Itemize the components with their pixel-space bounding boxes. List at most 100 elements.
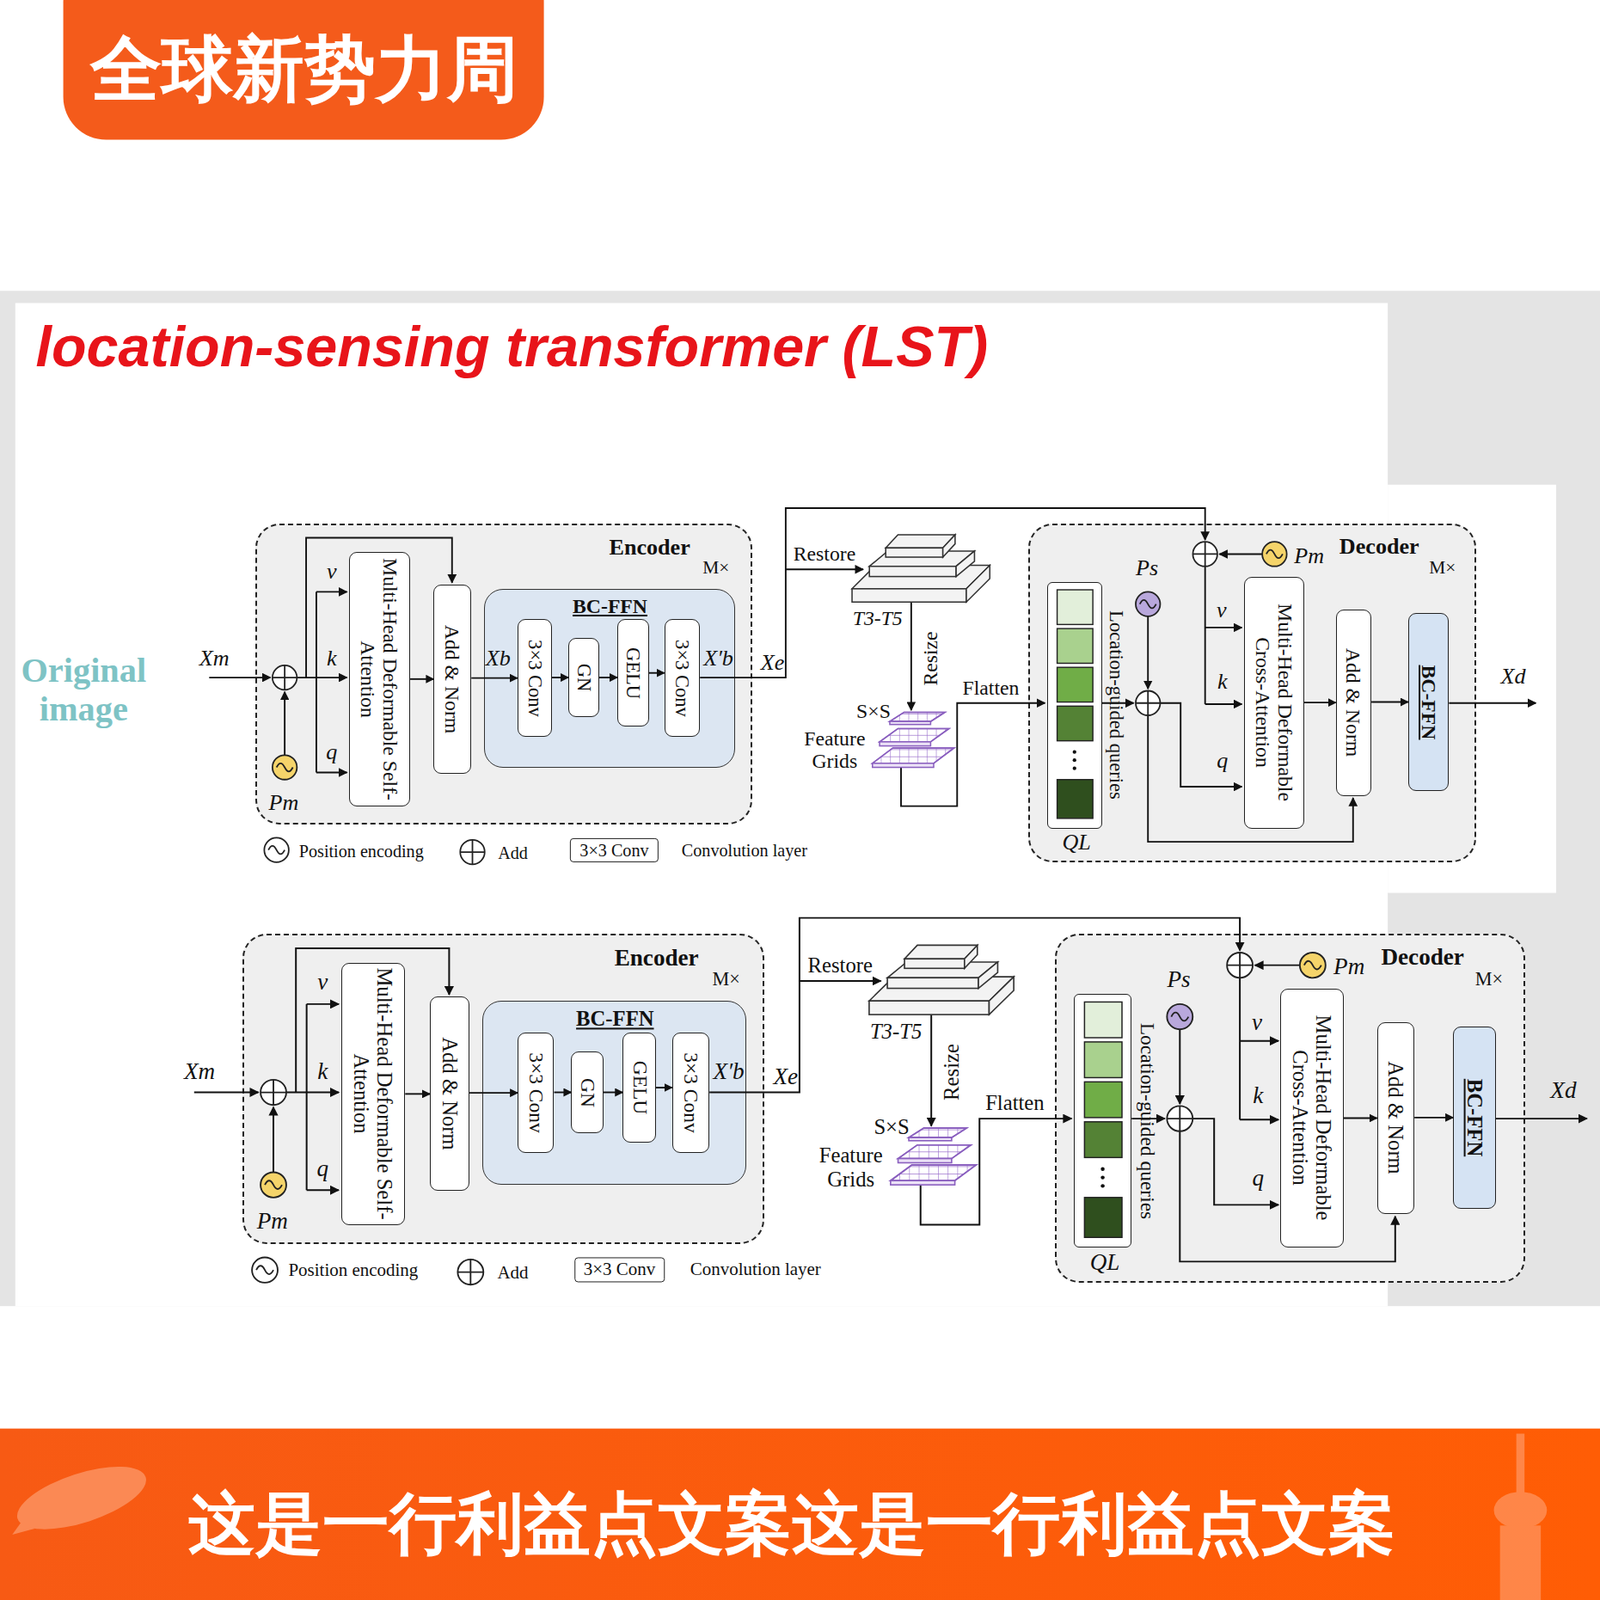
svg-polygon bbox=[943, 534, 956, 558]
svg-polygon bbox=[889, 711, 945, 722]
node-text: Add & Norm bbox=[441, 588, 464, 770]
step-label: Resize bbox=[939, 1043, 963, 1101]
node-text: Encoder bbox=[609, 535, 691, 561]
svg-rect bbox=[852, 588, 967, 602]
svg-g bbox=[263, 541, 1287, 865]
svg-path bbox=[1146, 616, 1149, 689]
svg-g bbox=[10, 1453, 154, 1543]
legend-text: Position encoding bbox=[288, 1261, 418, 1282]
connector-arrow bbox=[1414, 1116, 1453, 1119]
svg-rect bbox=[1057, 589, 1094, 625]
svg-g bbox=[208, 508, 1536, 842]
svg-g bbox=[1072, 750, 1077, 771]
signal-name: Ps bbox=[1135, 556, 1159, 582]
svg-path bbox=[1205, 626, 1243, 629]
step-label: Flatten bbox=[985, 1091, 1045, 1115]
legend-text: Add bbox=[497, 843, 528, 863]
attention-box: Multi-Head Deformable Cross-Attention bbox=[1244, 576, 1305, 829]
legend-text: Convolution layer bbox=[690, 1260, 822, 1281]
svg-path bbox=[1219, 553, 1263, 556]
node-text: GN bbox=[572, 642, 595, 714]
svg-path bbox=[1205, 703, 1243, 705]
conv-box: 3×3 Conv bbox=[672, 1032, 711, 1154]
connector-arrow bbox=[553, 1091, 571, 1094]
svg-polygon bbox=[872, 747, 955, 764]
signal-name: v bbox=[317, 969, 328, 996]
promo-text: 这是一行利益点文案这是一行利益点文案 bbox=[188, 1486, 1396, 1561]
part-label: T3-T5 bbox=[870, 1019, 922, 1043]
svg-g bbox=[1494, 1434, 1548, 1600]
node-text: Decoder bbox=[1339, 533, 1420, 559]
part-label: Feature Grids bbox=[793, 727, 876, 773]
node-text: 3×3 Conv bbox=[679, 1036, 702, 1150]
signal-name: Xe bbox=[760, 650, 785, 676]
svg-circle bbox=[1262, 541, 1287, 566]
svg-rect bbox=[0, 290, 1600, 1306]
connector-arrow bbox=[551, 676, 569, 679]
svg-circle bbox=[459, 839, 485, 865]
node-text: Add & Norm bbox=[1342, 613, 1365, 792]
step-label: Resize bbox=[919, 631, 942, 686]
svg-polygon bbox=[956, 551, 975, 577]
svg-g bbox=[459, 839, 485, 865]
svg-g bbox=[263, 837, 289, 862]
svg-path bbox=[785, 568, 864, 571]
node-text: Decoder bbox=[1380, 944, 1464, 971]
svg-rect bbox=[63, 0, 545, 141]
signal-name: Pm bbox=[257, 1208, 289, 1235]
gelu-box: GELU bbox=[622, 1032, 656, 1143]
legend-text: Convolution layer bbox=[681, 840, 808, 860]
norm-box: Add & Norm bbox=[1336, 609, 1373, 797]
brand-banner: 全球新势力周 bbox=[90, 30, 519, 109]
step-label: Restore bbox=[793, 542, 856, 565]
signal-name: Pm bbox=[1293, 543, 1325, 569]
svg-circle bbox=[1135, 591, 1160, 616]
connector-arrow bbox=[469, 1091, 518, 1094]
svg-path bbox=[315, 591, 318, 773]
signal-name: k bbox=[326, 645, 338, 671]
svg-path bbox=[316, 772, 348, 774]
svg-path bbox=[208, 676, 270, 679]
connector-arrow bbox=[410, 678, 434, 681]
svg-polygon bbox=[879, 728, 950, 742]
connector-arrow bbox=[404, 1092, 430, 1095]
part-label: S×S bbox=[856, 699, 891, 723]
title: location-sensing transformer (LST) bbox=[36, 315, 989, 379]
connector-arrow bbox=[1343, 1117, 1378, 1120]
svg-g bbox=[1057, 589, 1094, 819]
connector-arrow bbox=[1304, 701, 1337, 704]
svg-path bbox=[1448, 702, 1536, 705]
legend-text: Position encoding bbox=[299, 841, 424, 861]
svg-path bbox=[699, 508, 1205, 678]
svg-g bbox=[1135, 591, 1160, 616]
svg-path bbox=[12, 1520, 35, 1535]
svg-rect bbox=[869, 566, 957, 577]
connector-arrow bbox=[1371, 701, 1409, 704]
node-text: 3×3 Conv bbox=[671, 623, 693, 732]
svg-polygon bbox=[889, 711, 945, 722]
connector-arrow bbox=[649, 672, 665, 675]
svg-g bbox=[272, 665, 297, 690]
signal-name: Xd bbox=[1550, 1078, 1576, 1104]
conv-box: 3×3 Conv bbox=[664, 619, 701, 736]
part-label: Feature Grids bbox=[809, 1143, 892, 1190]
svg-g bbox=[1262, 541, 1287, 566]
node-text: Location-guided queries bbox=[1105, 586, 1128, 825]
signal-name: Xb bbox=[485, 645, 511, 671]
svg-path bbox=[1266, 550, 1283, 558]
node-text: Multi-Head Deformable Cross-Attention bbox=[1288, 993, 1336, 1245]
svg-polygon bbox=[966, 565, 990, 603]
node-text: M× bbox=[1428, 557, 1456, 578]
signal-name: v bbox=[1216, 597, 1227, 623]
legend-sample: 3×3 Conv bbox=[574, 1257, 665, 1283]
signal-name: k bbox=[317, 1059, 328, 1086]
attention-box: Multi-Head Deformable Self-Attention bbox=[341, 962, 406, 1225]
node-text: M× bbox=[702, 557, 730, 578]
svg-rect bbox=[889, 721, 931, 725]
gelu-box: GELU bbox=[617, 619, 650, 727]
svg-rect bbox=[872, 763, 934, 768]
signal-name: Xe bbox=[772, 1065, 798, 1092]
node-text: Location-guided queries bbox=[1135, 998, 1159, 1245]
